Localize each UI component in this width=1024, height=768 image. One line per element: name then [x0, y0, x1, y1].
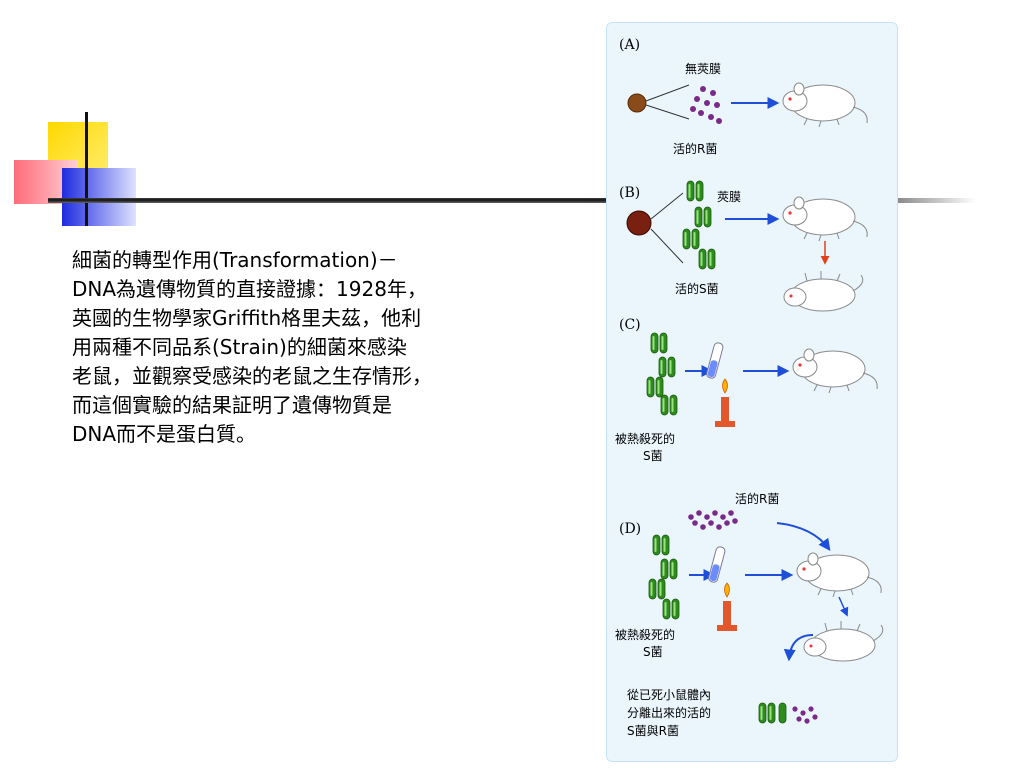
- panel-c-s-bacteria-3: [646, 376, 664, 398]
- conclusion-line-1: 從已死小鼠體內: [627, 688, 711, 702]
- panel-d-s-bacteria-2: [660, 558, 678, 580]
- panel-d-killed-label-1: 被熱殺死的: [615, 627, 675, 642]
- griffith-experiment-figure: (A) 無莢膜 活的R菌 (B) 莢膜 活的S菌 (C) 被熱殺死的 S菌 活的…: [606, 22, 898, 762]
- panel-b-s-bacteria-2: [694, 206, 712, 228]
- panel-d-curve-arrow-2: [783, 634, 814, 662]
- panel-a-capsule-label: 無莢膜: [685, 61, 721, 76]
- panel-d-curve-arrow-1: [776, 522, 831, 551]
- panel-b-s-bacteria-4: [698, 248, 716, 270]
- panel-a-letter: (A): [619, 37, 640, 53]
- decor-horizontal-line: [48, 198, 608, 203]
- panel-b-capsule-label: 莢膜: [717, 190, 741, 204]
- decor-horizontal-line-fade: [896, 198, 976, 203]
- panel-c-mouse: [792, 348, 878, 394]
- panel-d-death-arrow: [838, 596, 849, 617]
- panel-c-s-bacteria-2: [658, 356, 676, 378]
- panel-d-s-bacteria-4: [662, 598, 680, 620]
- panel-b-letter: (B): [619, 185, 640, 201]
- panel-a-colony: [627, 93, 647, 113]
- conclusion-line-2: 分離出來的活的: [627, 705, 711, 720]
- decor-vertical-line: [85, 112, 88, 226]
- panel-d-mouse: [796, 552, 882, 598]
- panel-d-s-bacteria-1: [652, 534, 670, 556]
- conclusion-line-3: S菌與R菌: [627, 724, 679, 738]
- panel-b-mouse: [782, 196, 868, 242]
- panel-d-dead-mouse: [803, 620, 884, 662]
- panel-c-letter: (C): [619, 317, 641, 333]
- panel-d-s-bacteria-3: [648, 578, 666, 600]
- panel-d-killed-label-2: S菌: [643, 645, 663, 659]
- panel-a-pointer-lines: [645, 84, 690, 120]
- panel-b-dead-mouse: [783, 270, 864, 312]
- panel-b-bacteria-label: 活的S菌: [675, 281, 719, 296]
- conclusion-s-bacteria: [758, 702, 776, 724]
- panel-a-bacteria-label: 活的R菌: [673, 141, 717, 156]
- panel-d-tube-burner: [707, 545, 738, 632]
- conclusion-s-bacterium-single: [778, 702, 787, 724]
- panel-a-mouse: [782, 82, 868, 128]
- panel-d-r-bacteria: [688, 510, 738, 530]
- slide-body-text: 細菌的轉型作用(Transformation)－ DNA為遺傳物質的直接證據：1…: [72, 248, 432, 446]
- panel-b-s-bacteria-3: [682, 228, 700, 250]
- panel-b-pointer-lines: [650, 192, 684, 264]
- panel-c-killed-label-1: 被熱殺死的: [615, 431, 675, 446]
- panel-c-s-bacteria-4: [660, 394, 678, 416]
- decor-blue-square: [62, 168, 136, 226]
- panel-c-tube-burner: [705, 341, 736, 428]
- panel-b-s-bacteria-1: [686, 180, 704, 202]
- panel-a-r-bacteria: [690, 86, 722, 124]
- panel-c-s-bacteria-1: [650, 332, 668, 354]
- panel-d-live-r-label: 活的R菌: [735, 491, 779, 506]
- conclusion-r-bacteria: [792, 706, 818, 724]
- panel-d-letter: (D): [619, 521, 641, 537]
- panel-c-killed-label-2: S菌: [643, 449, 663, 463]
- panel-b-colony: [626, 210, 652, 236]
